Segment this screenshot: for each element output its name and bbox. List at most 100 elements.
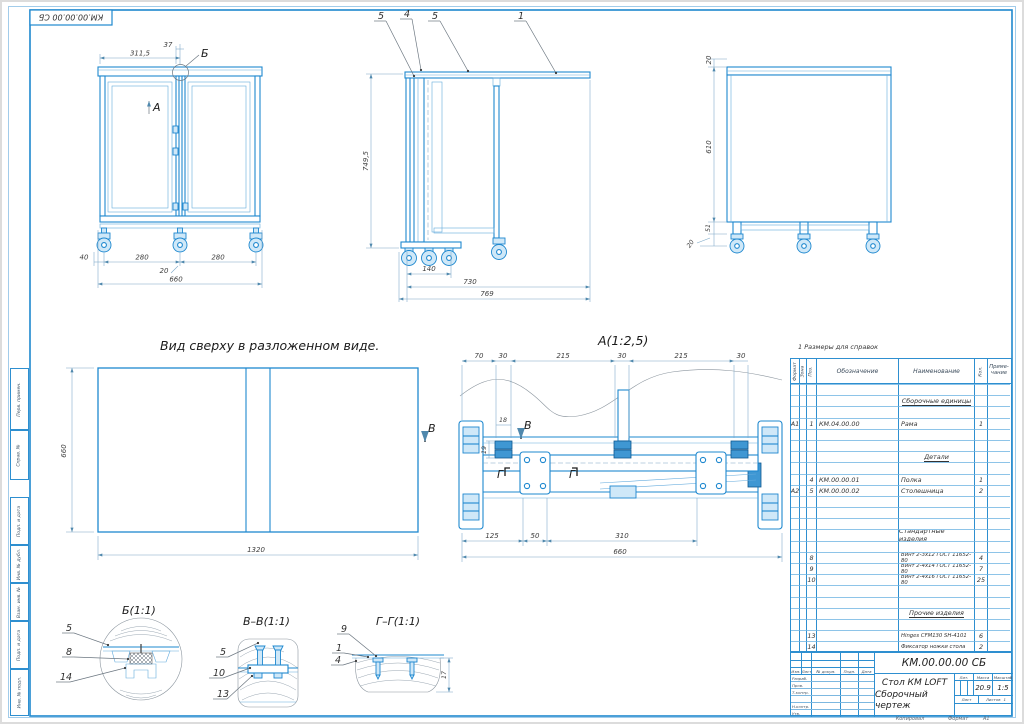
tb-doc-type: Сборочный чертеж [875, 689, 928, 711]
spec-item-row [791, 507, 1011, 519]
spec-item-row [791, 596, 1011, 608]
dim: 311,5 [130, 50, 151, 58]
callout: 14 [60, 672, 72, 683]
spec-header-format: Формат [792, 361, 798, 381]
callout: 13 [217, 689, 229, 700]
spec-item-row [791, 384, 1011, 396]
caster [865, 233, 881, 254]
callout: 5 [432, 11, 438, 22]
tb-col-izm: Изм. [791, 667, 801, 674]
screw [406, 657, 418, 681]
margin-box-inv-podl: Инв. № подл. [10, 669, 29, 716]
dim: 140 [422, 265, 436, 273]
dim: 660 [613, 548, 627, 556]
dim: 660 [60, 444, 68, 458]
callout: 4 [335, 655, 341, 666]
tb-col-docno: № докум. [811, 667, 840, 674]
screw [272, 645, 284, 666]
tb-mass-value: 20.9 [973, 680, 992, 695]
dim: 51 [705, 224, 712, 232]
tb-sheet-label: Лист [954, 695, 978, 703]
view-arrow-a: А [152, 101, 161, 114]
margin-box-sprav-no: Справ. № [10, 430, 29, 480]
spec-section-row: Сборочные единицы [791, 395, 1011, 407]
detail-title: Г–Г(1:1) [376, 615, 420, 628]
side-view: 5 4 5 1 749,5 140 730 769 [362, 9, 591, 302]
detail-title: В–В(1:1) [243, 615, 290, 628]
dim: 20 [705, 55, 713, 64]
spec-item-row [791, 495, 1011, 508]
tb-scale-value: 1:5 [992, 680, 1013, 695]
top-unfolded-view: Вид сверху в разложенном виде. 660 1320 … [60, 338, 436, 560]
detail-v-view: В–В(1:1) 5 10 13 [209, 615, 299, 708]
spec-header-qty: Кол. [974, 359, 987, 383]
spec-item-row [791, 406, 1011, 418]
hinge [613, 440, 632, 459]
tb-col-data: Дата [858, 667, 874, 674]
callout: 10 [213, 668, 225, 679]
tb-product-name-line1: Стол КМ LOFT [881, 678, 948, 689]
dim: 660 [169, 276, 183, 284]
dim: 215 [674, 352, 688, 360]
tb-role [791, 695, 811, 702]
section-marker-b: В [428, 422, 436, 435]
spec-item-row [791, 540, 1011, 552]
dim: 40 [80, 254, 89, 262]
tb-col-podp: Подп. [840, 667, 858, 674]
dim: 125 [485, 532, 499, 540]
dim: 280 [211, 254, 225, 262]
caster [421, 247, 437, 266]
stamp-box: КМ.00.00.00 СБ [29, 9, 113, 26]
detail-b-view: Б(1:1) 5 8 14 [56, 604, 183, 701]
callout: 1 [336, 643, 342, 654]
spec-header-note: Приме- чание [987, 359, 1010, 383]
title-block: Изм. Лист № докум. Подп. Дата Разраб. Пр… [790, 652, 1013, 717]
callout: 5 [220, 647, 226, 658]
dim: 310 [615, 532, 629, 540]
caster [401, 247, 417, 266]
dim: 19 [481, 446, 488, 454]
stamp-text: КМ.00.00.00 СБ [38, 13, 103, 22]
format-value: А1 [983, 716, 990, 722]
dim: 749,5 [362, 150, 370, 171]
callout: 5 [378, 11, 384, 22]
spec-section-row: Стандартные изделия [791, 529, 1011, 541]
mounting-plate [519, 451, 551, 495]
spec-item-row [791, 518, 1011, 530]
dim: 730 [463, 278, 477, 286]
tb-designation: КМ.00.00.00 СБ [874, 653, 1013, 673]
callout: 9 [341, 624, 347, 635]
callout: 4 [404, 9, 410, 20]
end-view: 20 610 51 20 [686, 55, 892, 254]
detail-b-marker: Б [201, 47, 209, 60]
caster [441, 247, 457, 266]
detail-title: А(1:2,5) [597, 333, 648, 348]
tb-sheets: Листов 1 [978, 695, 1013, 703]
tb-role: Утв. [791, 709, 811, 717]
screw [372, 657, 384, 681]
tb-sheets-value: 1 [1003, 697, 1007, 702]
view-title: Вид сверху в разложенном виде. [160, 338, 379, 353]
dim: 18 [499, 417, 507, 424]
margin-box-inv-dubl: Инв. № дубл. [10, 545, 29, 583]
spec-header-pos: Поз. [806, 359, 816, 383]
margin-box-vzam-inv: Взам. инв. № [10, 583, 29, 621]
caster [96, 227, 112, 253]
detail-a-view: А(1:2,5) [458, 333, 783, 562]
section-marker-g: Г [569, 468, 576, 481]
spec-item-row [791, 462, 1011, 474]
margin-box-podp-data-2: Подп. и дата [10, 621, 29, 669]
dim: 70 [475, 352, 484, 360]
dim: 610 [705, 140, 713, 154]
dim: 280 [135, 254, 149, 262]
format-label: Формат [948, 716, 969, 722]
mounting-plate [695, 451, 727, 495]
